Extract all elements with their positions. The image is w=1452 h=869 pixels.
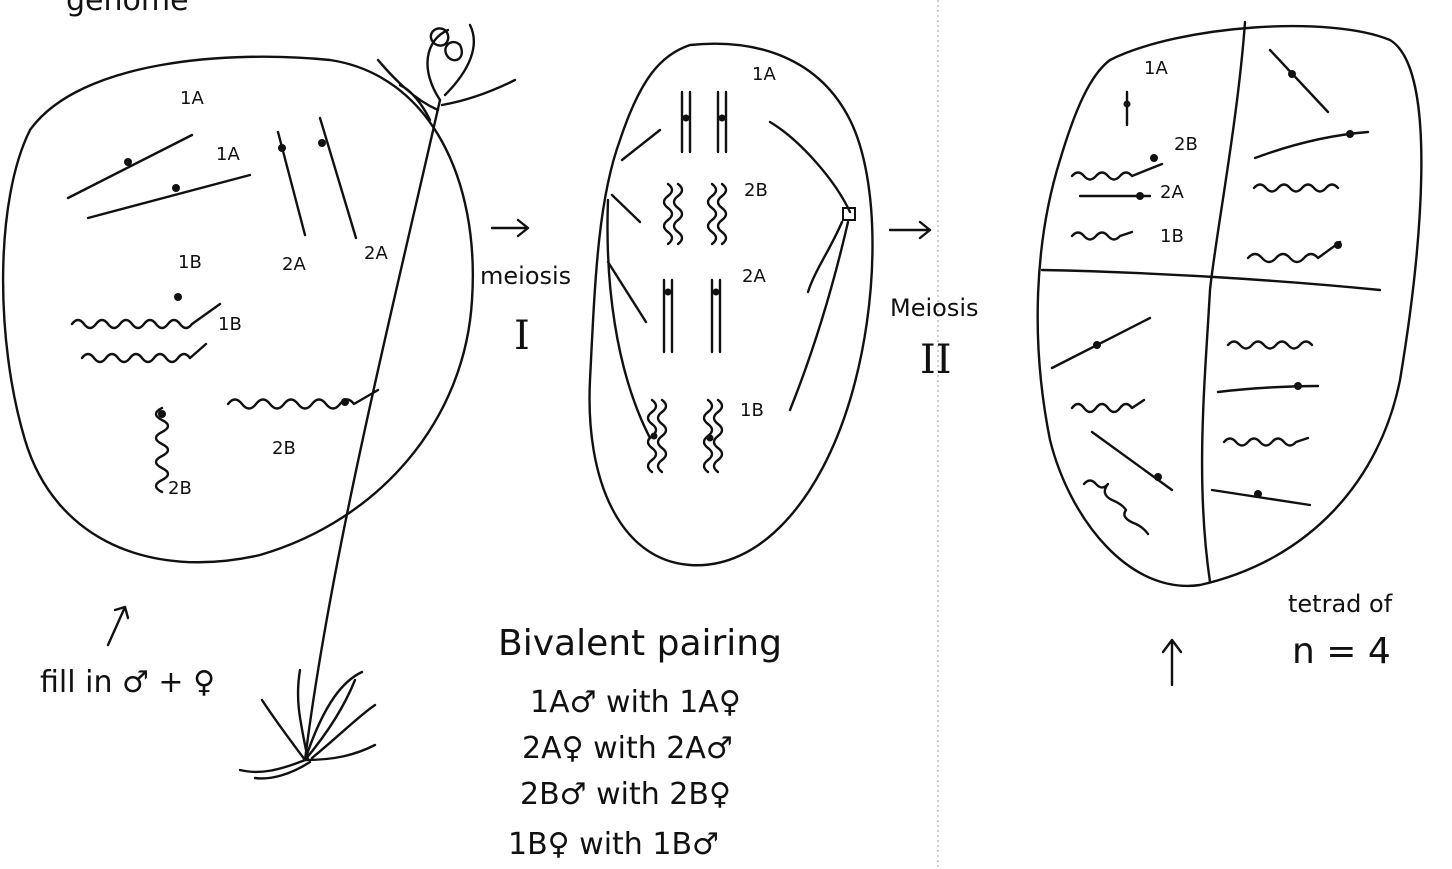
q1-chromosomes xyxy=(1070,90,1164,241)
arrow-up-cell3 xyxy=(1161,638,1183,687)
cell3-label-1b: 1B xyxy=(1160,226,1184,247)
centromere xyxy=(682,114,690,122)
chromosome-2a-right xyxy=(318,116,358,240)
cell1-label-1a-bottom: 1A xyxy=(216,144,240,165)
chromosome-2b-vertical xyxy=(154,406,170,494)
centromere xyxy=(158,410,166,418)
arrow-up-cell1 xyxy=(106,605,130,647)
cell3-label-2b: 2B xyxy=(1174,134,1198,155)
plant-leaves xyxy=(238,668,377,780)
cell1-outline xyxy=(1,55,474,564)
cell1-label-2a-right: 2A xyxy=(364,243,388,264)
centromere xyxy=(124,158,132,166)
spindle-fibers xyxy=(606,120,852,440)
centromere xyxy=(1136,192,1144,200)
arrow-meiosis-1 xyxy=(490,218,530,238)
centromere xyxy=(712,288,720,296)
meiosis-1-label: meiosis xyxy=(480,262,572,290)
tetrad-divider-vertical xyxy=(1200,20,1247,584)
pairing-row-2: 2A♀ with 2A♂ xyxy=(522,731,733,766)
meiosis-1-roman: I xyxy=(514,313,530,359)
chromosome-1b-top xyxy=(70,302,222,330)
centromere xyxy=(1288,70,1296,78)
chromosome-2b-horizontal xyxy=(226,388,380,410)
q3-chromosomes xyxy=(1050,316,1174,536)
cell1-label-2b-horizontal: 2B xyxy=(272,438,296,459)
centromere xyxy=(172,184,180,192)
meiosis-2-label: Meiosis xyxy=(890,294,979,322)
centromere xyxy=(1334,241,1342,249)
centromere xyxy=(1154,473,1162,481)
header-title-partial: genome xyxy=(66,0,189,18)
centromere xyxy=(1150,154,1158,162)
plant-inflorescence xyxy=(376,23,517,122)
cell3-outline xyxy=(1036,24,1423,588)
cell2-outline xyxy=(588,42,874,567)
tetrad-note-line2: n = 4 xyxy=(1292,631,1391,672)
cell2-label-2a: 2A xyxy=(742,266,766,287)
pairing-title: Bivalent pairing xyxy=(498,623,782,664)
centromere xyxy=(1123,100,1131,108)
pairing-row-3: 2B♂ with 2B♀ xyxy=(520,777,731,812)
centromere xyxy=(1294,382,1302,390)
centromere xyxy=(650,432,658,440)
centromere xyxy=(1254,490,1262,498)
centromere xyxy=(706,434,714,442)
cell1-label-2a-left: 2A xyxy=(282,254,306,275)
cell1-label-1a-top: 1A xyxy=(180,88,204,109)
centromere xyxy=(174,293,182,301)
cell1-label-2b-vertical: 2B xyxy=(168,478,192,499)
centromere xyxy=(278,144,286,152)
cell3-label-1a: 1A xyxy=(1144,58,1168,79)
pairing-row-4: 1B♀ with 1B♂ xyxy=(508,827,719,862)
pairing-row-1: 1A♂ with 1A♀ xyxy=(530,685,741,720)
arrow-meiosis-2 xyxy=(888,220,932,240)
cell1-label-1b-top: 1B xyxy=(178,252,202,273)
cell1-note: fill in ♂ + ♀ xyxy=(40,665,216,700)
centromere xyxy=(1346,130,1354,138)
cell2-label-1b: 1B xyxy=(740,400,764,421)
tetrad-note-line1: tetrad of xyxy=(1288,590,1393,618)
chromosome-1b-bottom xyxy=(80,342,208,364)
q4-chromosomes xyxy=(1210,340,1320,507)
chromosome-1a-top xyxy=(66,133,194,200)
bivalent-2a xyxy=(662,278,722,354)
cell3-label-2a: 2A xyxy=(1160,182,1184,203)
centromere xyxy=(1093,341,1101,349)
spindle-pole xyxy=(842,207,856,221)
meiosis-2-roman: II xyxy=(920,337,952,383)
bivalent-1a xyxy=(680,90,728,154)
chromosome-1a-bottom xyxy=(86,173,252,220)
centromere xyxy=(664,288,672,296)
tetrad-divider-horizontal xyxy=(1040,268,1382,292)
centromere xyxy=(718,114,726,122)
cell1-label-1b-bottom: 1B xyxy=(218,314,242,335)
cell2-label-2b: 2B xyxy=(744,180,768,201)
q2-chromosomes xyxy=(1246,48,1370,264)
bivalent-2b xyxy=(662,182,728,246)
plant-stem xyxy=(303,98,442,762)
centromere xyxy=(341,398,349,406)
centromere xyxy=(318,139,326,147)
cell2-label-1a: 1A xyxy=(752,64,776,85)
